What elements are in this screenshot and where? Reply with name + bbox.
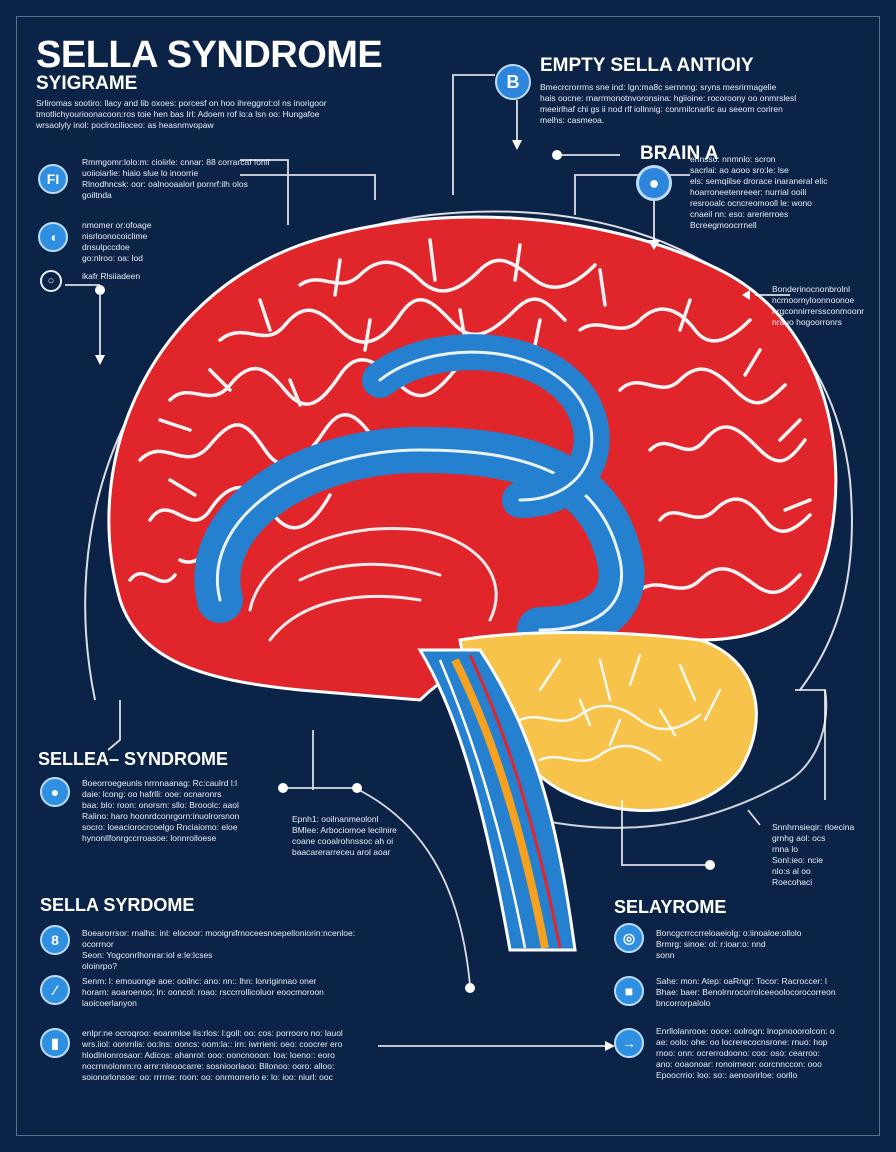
mid-left-title: SELLEA– SYNDROME xyxy=(38,749,229,769)
bottom-left-title: SELLA SYRDOME xyxy=(40,895,195,915)
center-mid-text: Epnh1: ooilnanmeolonl BMlee: Arbociomoe … xyxy=(292,814,397,857)
arrow-icon-label: → xyxy=(622,1035,636,1051)
head-outline xyxy=(84,210,853,701)
circle-icon: ● xyxy=(636,165,672,201)
moon-icon: ◖ xyxy=(38,222,68,252)
arrow-heads xyxy=(95,140,750,1051)
empty-sella-title: EMPTY SELLA ANTIOIY xyxy=(540,55,754,76)
bottom-right-item-3-text: Enrllolanrooe: ooce: oolrogn: lnopnoooro… xyxy=(656,1026,835,1080)
moon-icon-label: ◖ xyxy=(48,229,58,245)
right-mid-text: Bonderinocnonbrolnl ncrnoornyloonnoonoe … xyxy=(772,284,865,327)
limbic-structure xyxy=(194,334,645,653)
page-subtitle: SYIGRAME xyxy=(36,73,138,94)
empty-sella-text: Bmecrcrorrms sne ind: lgn:ma8c sernnng: … xyxy=(540,82,797,125)
mid-left-text: Boeorroegeunls nrrnnaanag: Rc:caulrd l:l… xyxy=(82,778,240,843)
item-icon-2-label: ∕ xyxy=(53,982,57,998)
badge-label: B xyxy=(506,71,520,92)
fi-icon-label: FI xyxy=(46,171,60,187)
connector-dots xyxy=(95,150,715,993)
bottom-left-item-1-text: Boearorrsor: rnalhs: inl: elocoor: mooig… xyxy=(82,928,356,971)
bottom-left-item-3-text: enlpr:ne ocroqroo: eoanmloe lis:rlos: l:… xyxy=(82,1028,343,1082)
arrow-icon: → xyxy=(614,1028,644,1058)
bottom-right-title: SELAYROME xyxy=(614,897,727,917)
item-icon-3: ▮ xyxy=(40,1028,70,1058)
brainstem xyxy=(417,648,577,952)
bottom-left-item-2-text: Senm: l: emouonge aoe: ooilnc: ano: nn::… xyxy=(82,976,324,1008)
dot-icon: ● xyxy=(40,777,70,807)
square-icon: ■ xyxy=(614,976,644,1006)
left-callout-3-text: ikafr Rlsiiadeen xyxy=(82,271,141,281)
right-small-text: Snnhrnsieqir: rloecina grnhg aol: ocs rn… xyxy=(772,822,855,887)
brain-a-title: BRAIN A xyxy=(640,143,719,164)
badge-b-icon: B xyxy=(495,64,531,100)
bottom-right-item-1-text: Boncgcrrccrreloaeiolg: o:iinoaloe:ollolo… xyxy=(656,928,802,960)
bottom-right-item-2-text: Sahe: mon: Atep: oaRngr: Tocor: Racrocce… xyxy=(656,976,836,1008)
fi-icon: FI xyxy=(38,164,68,194)
ring-icon: ◎ xyxy=(614,923,644,953)
item-icon-3-label: ▮ xyxy=(51,1034,59,1051)
ring-icon-label: ◎ xyxy=(622,929,636,946)
page-title: SELLA SYNDROME xyxy=(36,34,383,76)
square-icon-label: ■ xyxy=(624,983,634,999)
item-icon-2: ∕ xyxy=(40,975,70,1005)
left-callout-2-text: nmomer or:ofoage nisrloonocoiclime dnsul… xyxy=(82,220,152,263)
lightbulb-icon-label: ○ xyxy=(47,275,55,287)
skull-base-arc xyxy=(539,689,828,829)
item-icon-1: 8 xyxy=(40,925,70,955)
left-callout-1-text: Rmmgomr:lolo:m: cioiirle: cnnar: 88 corr… xyxy=(82,157,270,200)
brain-a-text: ennsso: nnmnlo: scron sacrlai: ao aooo s… xyxy=(690,154,828,230)
dot-icon-label: ● xyxy=(50,784,60,800)
item-icon-1-label: 8 xyxy=(51,932,59,948)
intro-text: Srliromas sootiro: llacy and lib oxoes: … xyxy=(36,98,327,130)
lightbulb-icon: ○ xyxy=(40,270,62,292)
